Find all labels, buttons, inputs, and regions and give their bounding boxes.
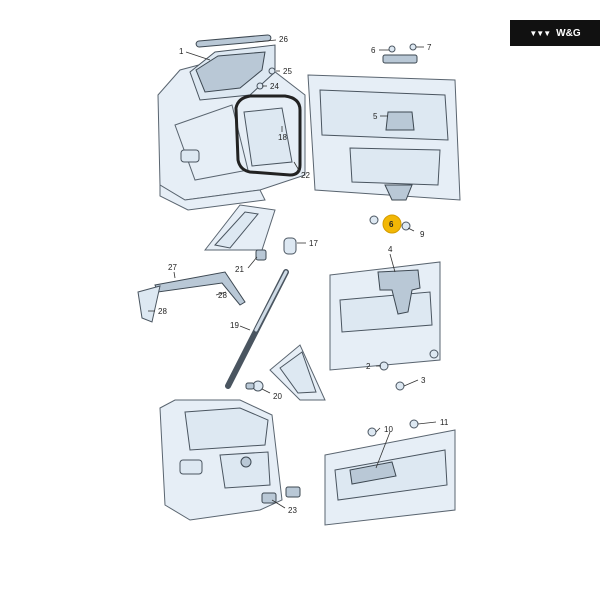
door-seal <box>234 94 302 177</box>
hinge-view <box>329 261 441 391</box>
brand-logo-icon: ▼▼▼ <box>529 28 551 38</box>
callout-4: 4 <box>388 245 393 254</box>
callout-6-highlighted: 6 <box>389 220 394 229</box>
callout-26: 26 <box>279 35 288 44</box>
callout-9: 9 <box>420 230 425 239</box>
callout-17: 17 <box>309 239 318 248</box>
strut-trim-view <box>137 204 326 401</box>
callout-19: 19 <box>230 321 239 330</box>
callout-11: 11 <box>440 418 449 427</box>
brand-name: W&G <box>556 27 581 39</box>
callout-20: 20 <box>273 392 282 401</box>
callout-2: 2 <box>366 362 371 371</box>
callout-18: 18 <box>278 133 287 142</box>
callout-27: 27 <box>168 263 177 272</box>
callout-10: 10 <box>384 425 393 434</box>
tailgate-open-view <box>157 34 306 211</box>
callout-3: 3 <box>421 376 426 385</box>
callout-5: 5 <box>373 112 378 121</box>
callout-7: 7 <box>427 43 432 52</box>
tailgate-lock-view <box>307 43 461 234</box>
callout-25: 25 <box>283 67 292 76</box>
leader-lines <box>148 39 437 509</box>
spoiler-part <box>195 34 272 48</box>
callout-21: 21 <box>235 265 244 274</box>
callout-28-trim: 28 <box>218 291 227 300</box>
callout-23: 23 <box>288 506 297 515</box>
callout-22: 22 <box>301 171 310 180</box>
callout-24: 24 <box>270 82 279 91</box>
callout-6-top: 6 <box>371 46 376 55</box>
callout-labels: 1 26 25 24 18 22 6 7 5 6 9 17 21 27 28 2… <box>158 35 449 515</box>
callout-28: 28 <box>158 307 167 316</box>
callout-1: 1 <box>179 47 184 56</box>
rear-closed-view <box>159 399 301 521</box>
brand-badge: ▼▼▼ W&G <box>510 20 600 46</box>
striker-view <box>324 419 456 526</box>
highlight-marker <box>382 214 402 234</box>
